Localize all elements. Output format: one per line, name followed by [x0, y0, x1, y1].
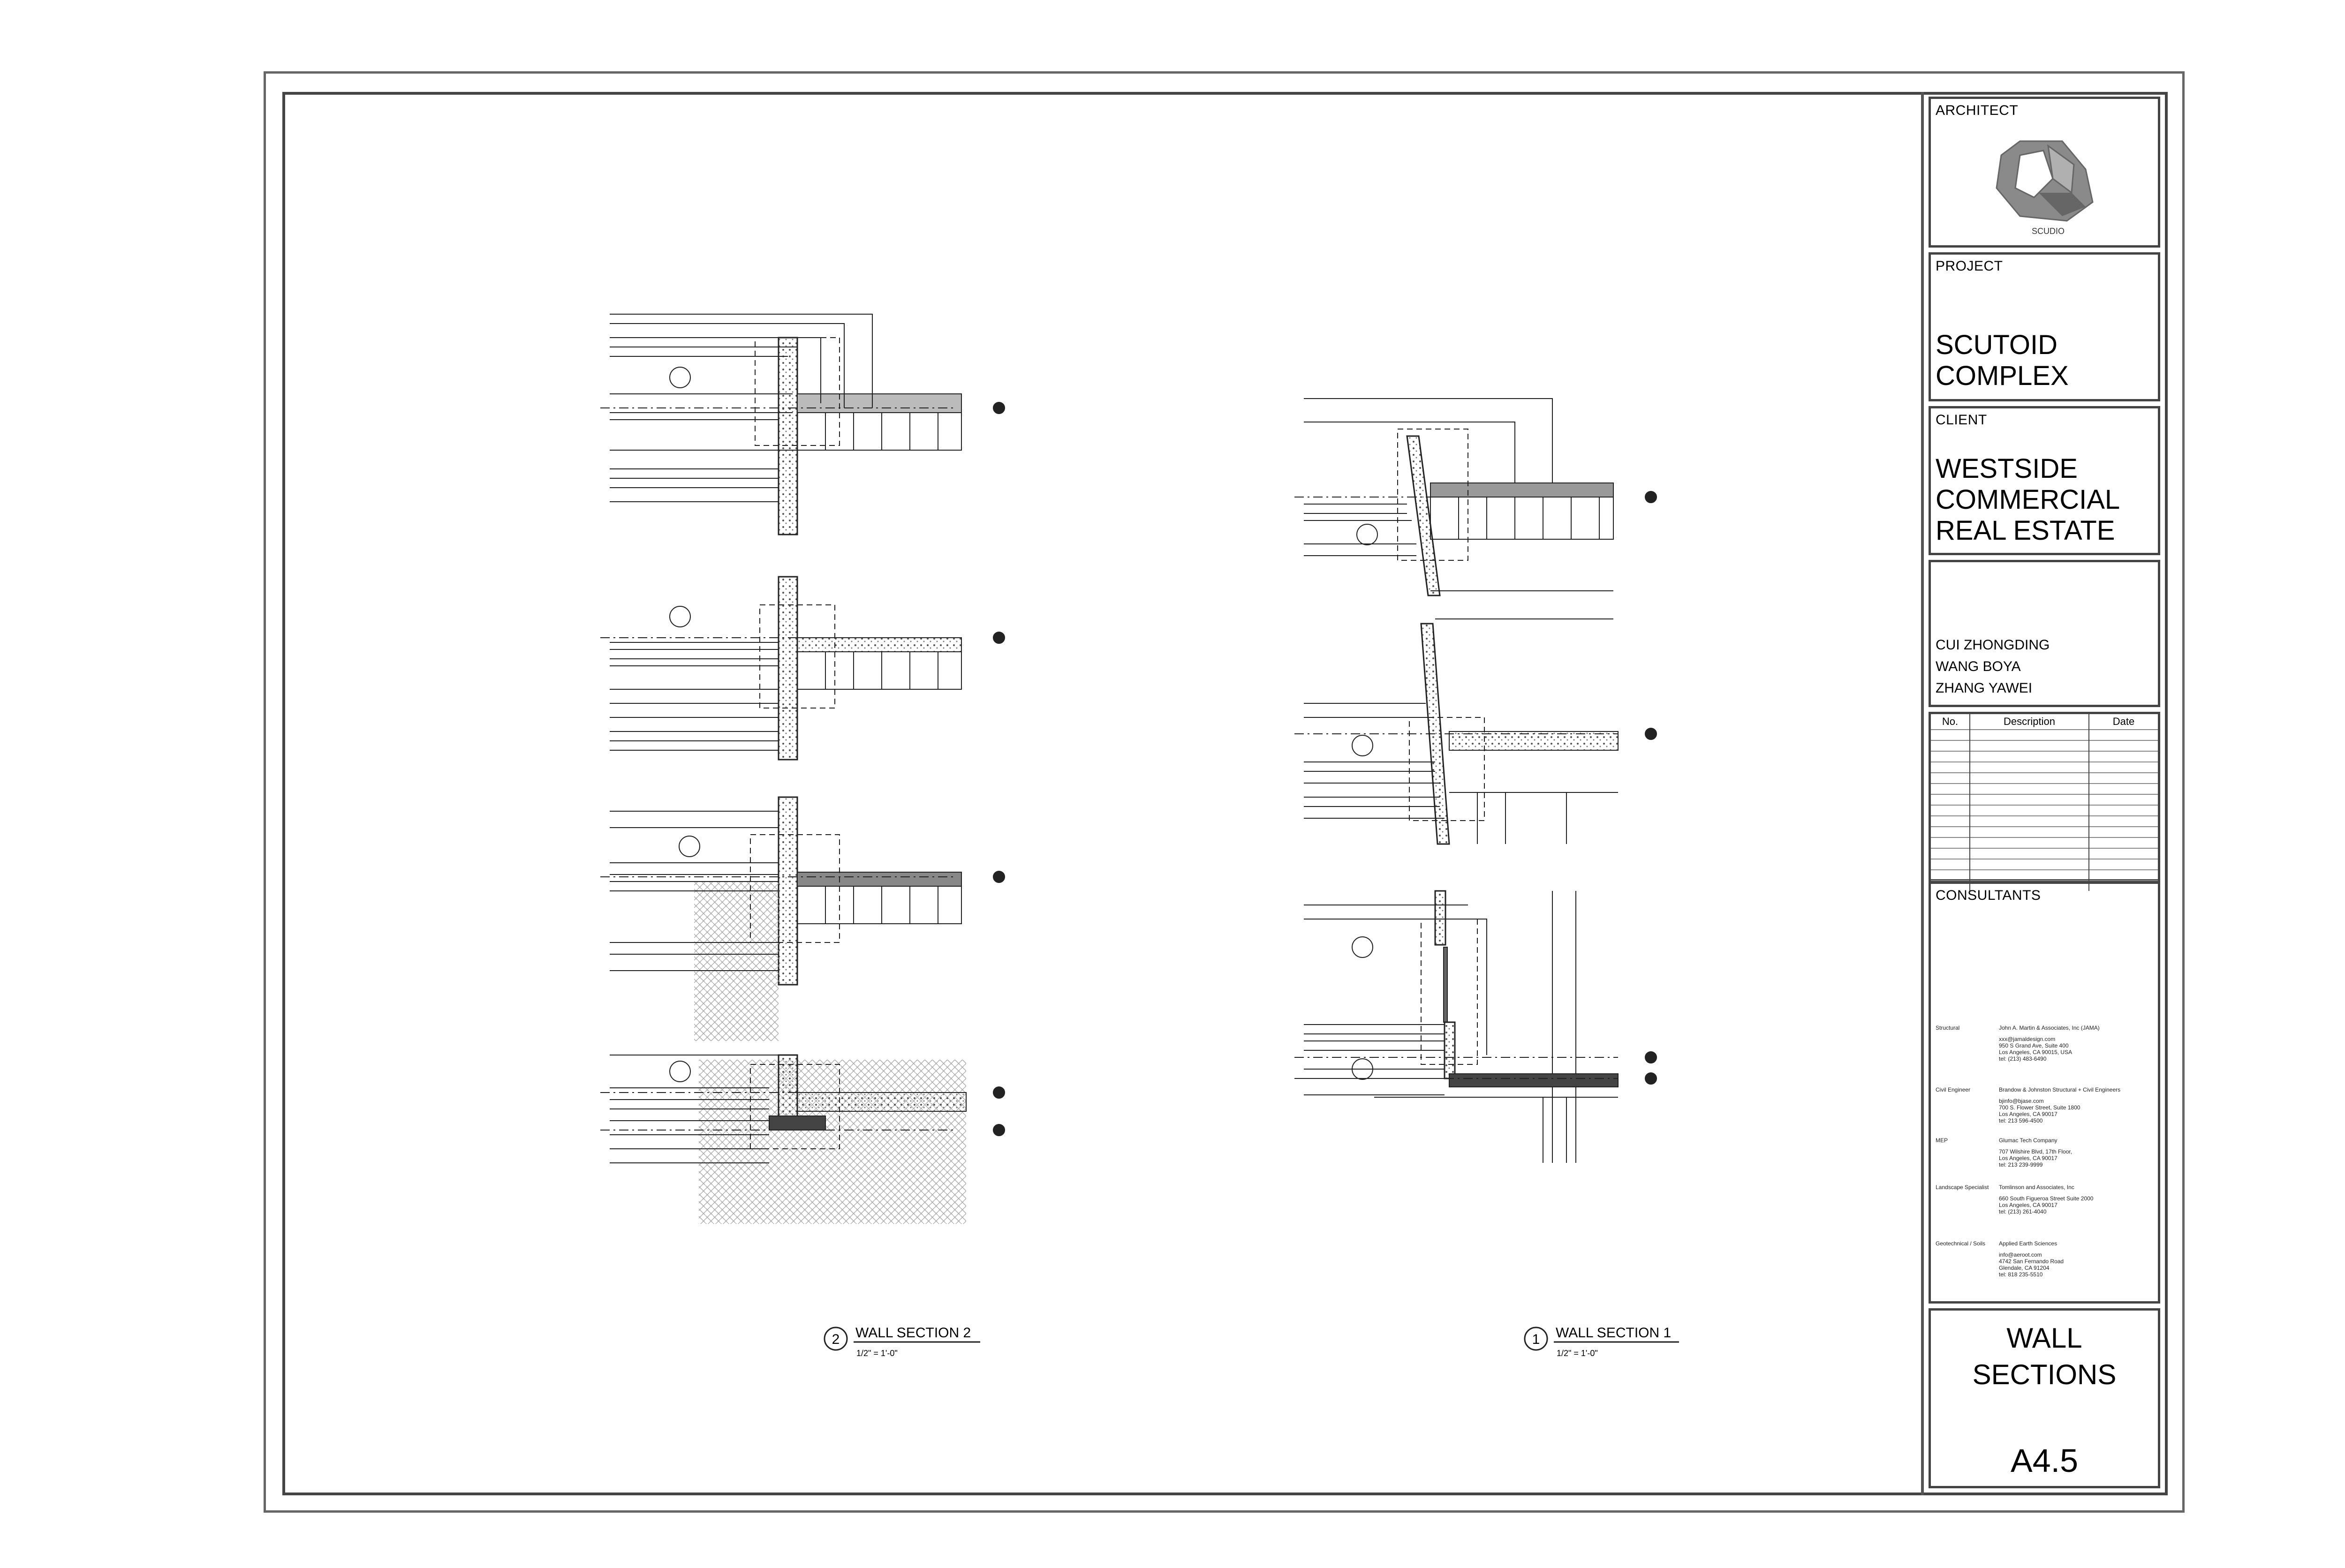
drawing-scale: 1/2" = 1'-0"	[1557, 1349, 1598, 1358]
sheet-inner-border	[282, 92, 2168, 1495]
consultant-line: tel: 213 239-9999	[1999, 1161, 2043, 1168]
sheet-number: A4.5	[2011, 1442, 2078, 1479]
consultant-role: Landscape Specialist	[1936, 1184, 1989, 1191]
table-row	[1931, 826, 2158, 837]
table-row	[1931, 848, 2158, 859]
consultant-line: Los Angeles, CA 90017	[1999, 1202, 2058, 1208]
project-box: PROJECT SCUTOID COMPLEX	[1929, 252, 2160, 401]
drawing-number: 2	[832, 1332, 840, 1347]
consultant-line: Brandow & Johnston Structural + Civil En…	[1999, 1086, 2121, 1093]
client-name-line3: REAL ESTATE	[1936, 515, 2115, 546]
consultant-line: 950 S Grand Ave, Suite 400	[1999, 1042, 2069, 1049]
revision-header-row: No. Description Date	[1931, 714, 2158, 730]
rev-col-no: No.	[1931, 714, 1970, 730]
consultant-role: Civil Engineer	[1936, 1086, 1971, 1093]
table-row	[1931, 805, 2158, 816]
consultant-line: Los Angeles, CA 90017	[1999, 1155, 2058, 1161]
consultant-line: tel: 818 235-5510	[1999, 1271, 2043, 1278]
table-row	[1931, 837, 2158, 848]
architect-label: ARCHITECT	[1936, 103, 2019, 118]
drawing-title: WALL SECTION 2	[855, 1325, 971, 1341]
drawing-number: 1	[1532, 1332, 1540, 1347]
architect-box: ARCHITECT SCUDIO	[1929, 97, 2160, 248]
project-name-line2: COMPLEX	[1936, 361, 2069, 391]
client-name-line1: WESTSIDE	[1936, 453, 2078, 484]
consultant-line: 700 S. Flower Street, Suite 1800	[1999, 1104, 2080, 1111]
wall-section-drawings: 2 WALL SECTION 2 1/2" = 1'-0" 1 WALL SEC…	[600, 314, 1679, 1358]
consultant-line: bjinfo@bjase.com	[1999, 1098, 2044, 1104]
consultant-line: 707 Wilshire Blvd, 17th Floor,	[1999, 1148, 2073, 1155]
table-row	[1931, 859, 2158, 870]
table-row	[1931, 751, 2158, 762]
consultant-line: tel: (213) 261-4040	[1999, 1208, 2047, 1215]
consultant-line: 660 South Figueroa Street Suite 2000	[1999, 1195, 2094, 1202]
table-row	[1931, 761, 2158, 773]
consultant-line: 4742 San Fernando Road	[1999, 1258, 2064, 1265]
client-box: CLIENT WESTSIDE COMMERCIAL REAL ESTATE	[1929, 406, 2160, 555]
team-member: ZHANG YAWEI	[1936, 680, 2033, 696]
consultant-line: info@aeroot.com	[1999, 1251, 2042, 1258]
consultants-box: CONSULTANTS Structural John A. Martin & …	[1929, 882, 2160, 1304]
table-row	[1931, 729, 2158, 740]
sheet-title-box: WALL SECTIONS A4.5	[1929, 1308, 2160, 1488]
table-row	[1931, 772, 2158, 784]
consultant-line: Applied Earth Sciences	[1999, 1240, 2058, 1247]
consultant-line: Los Angeles, CA 90017	[1999, 1111, 2058, 1117]
consultant-line: Glendale, CA 91204	[1999, 1265, 2050, 1271]
consultant-line: xxx@jamaldesign.com	[1999, 1036, 2056, 1042]
architect-logo-icon: SCUDIO	[1996, 140, 2094, 236]
client-name-line2: COMMERCIAL	[1936, 484, 2120, 515]
caption-wall-section-2: 2 WALL SECTION 2 1/2" = 1'-0"	[824, 1325, 980, 1358]
rev-col-date: Date	[2112, 716, 2135, 727]
drawing-scale: 1/2" = 1'-0"	[856, 1349, 898, 1358]
consultant-entry: Landscape Specialist Tomlinson and Assoc…	[1936, 1184, 2156, 1226]
revision-table: No. Description Date	[1929, 712, 2160, 891]
wall-section-1-drawing	[1294, 398, 1657, 1163]
team-box: CUI ZHONGDING WANG BOYA ZHANG YAWEI	[1929, 560, 2160, 707]
wall-section-2-drawing	[600, 314, 1005, 1224]
team-member: CUI ZHONGDING	[1936, 637, 2050, 653]
consultant-line: Glumac Tech Company	[1999, 1137, 2058, 1144]
consultant-line: Los Angeles, CA 90015, USA	[1999, 1049, 2073, 1055]
consultant-role: Structural	[1936, 1025, 1960, 1031]
consultant-entry: Geotechnical / Soils Applied Earth Scien…	[1936, 1240, 2156, 1287]
team-member: WANG BOYA	[1936, 659, 2021, 674]
sheet-title-line1: WALL	[2006, 1322, 2082, 1354]
caption-wall-section-1: 1 WALL SECTION 1 1/2" = 1'-0"	[1524, 1325, 1679, 1358]
table-row	[1931, 869, 2158, 881]
table-row	[1931, 783, 2158, 794]
consultant-role: MEP	[1936, 1137, 1948, 1144]
project-label: PROJECT	[1936, 258, 2003, 274]
logo-text: SCUDIO	[2032, 226, 2065, 236]
sheet-outer-border	[264, 71, 2185, 1513]
table-row	[1931, 794, 2158, 805]
consultant-line: Tomlinson and Associates, Inc	[1999, 1184, 2074, 1191]
rev-col-description: Description	[1970, 714, 2089, 730]
consultants-label: CONSULTANTS	[1936, 888, 2041, 903]
consultant-line: tel: (213) 483-6490	[1999, 1055, 2047, 1062]
consultant-entry: MEP Glumac Tech Company 707 Wilshire Blv…	[1936, 1137, 2156, 1179]
consultant-line: John A. Martin & Associates, Inc (JAMA)	[1999, 1025, 2100, 1031]
consultant-role: Geotechnical / Soils	[1936, 1240, 1986, 1247]
project-name-line1: SCUTOID	[1936, 330, 2058, 360]
consultant-entry: Civil Engineer Brandow & Johnston Struct…	[1936, 1086, 2156, 1133]
table-row	[1931, 815, 2158, 827]
table-row	[1931, 740, 2158, 751]
consultant-entry: Structural John A. Martin & Associates, …	[1936, 1025, 2156, 1071]
drawing-title: WALL SECTION 1	[1556, 1325, 1671, 1341]
title-block-divider	[1921, 92, 1924, 1495]
sheet-title-line2: SECTIONS	[1972, 1359, 2117, 1390]
consultant-line: tel: 213 596-4500	[1999, 1117, 2043, 1124]
client-label: CLIENT	[1936, 412, 1987, 428]
